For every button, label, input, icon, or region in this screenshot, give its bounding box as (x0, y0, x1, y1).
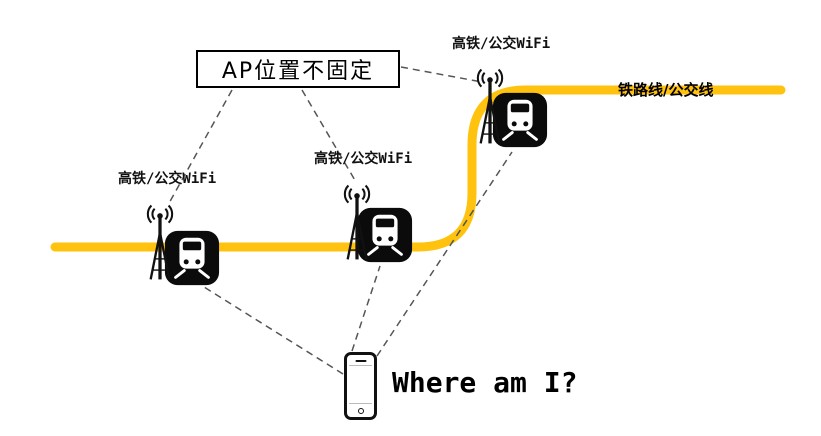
train-icon (492, 92, 548, 148)
dashed-connector-phone-ap1 (203, 286, 344, 375)
ap2-wifi-label: 高铁/公交WiFi (314, 151, 413, 167)
dashed-connector-box-ap1 (167, 89, 233, 206)
ap-position-box-label: AP位置不固定 (221, 59, 375, 84)
phone-home-button (357, 408, 364, 414)
wifi-antenna-icon (476, 68, 504, 144)
wifi-antenna-icon (343, 184, 371, 260)
dashed-connector-phone-ap2 (351, 265, 381, 352)
dashed-connector-phone-ap3 (376, 151, 513, 357)
dashed-connector-box-ap2 (301, 89, 357, 183)
phone-screen (349, 365, 372, 404)
ap1-wifi-label: 高铁/公交WiFi (118, 171, 217, 187)
where-am-i-text: Where am I? (392, 366, 578, 399)
wifi-antenna-icon (146, 204, 174, 280)
train-icon (357, 207, 413, 263)
dashed-connector-box-ap3 (400, 66, 483, 83)
ap-position-box: AP位置不固定 (196, 50, 400, 88)
train-icon (164, 230, 220, 286)
phone-speaker (355, 360, 366, 362)
route-label: 铁路线/公交线 (618, 81, 714, 99)
smartphone-icon (344, 352, 377, 420)
ap3-wifi-label: 高铁/公交WiFi (452, 36, 551, 52)
